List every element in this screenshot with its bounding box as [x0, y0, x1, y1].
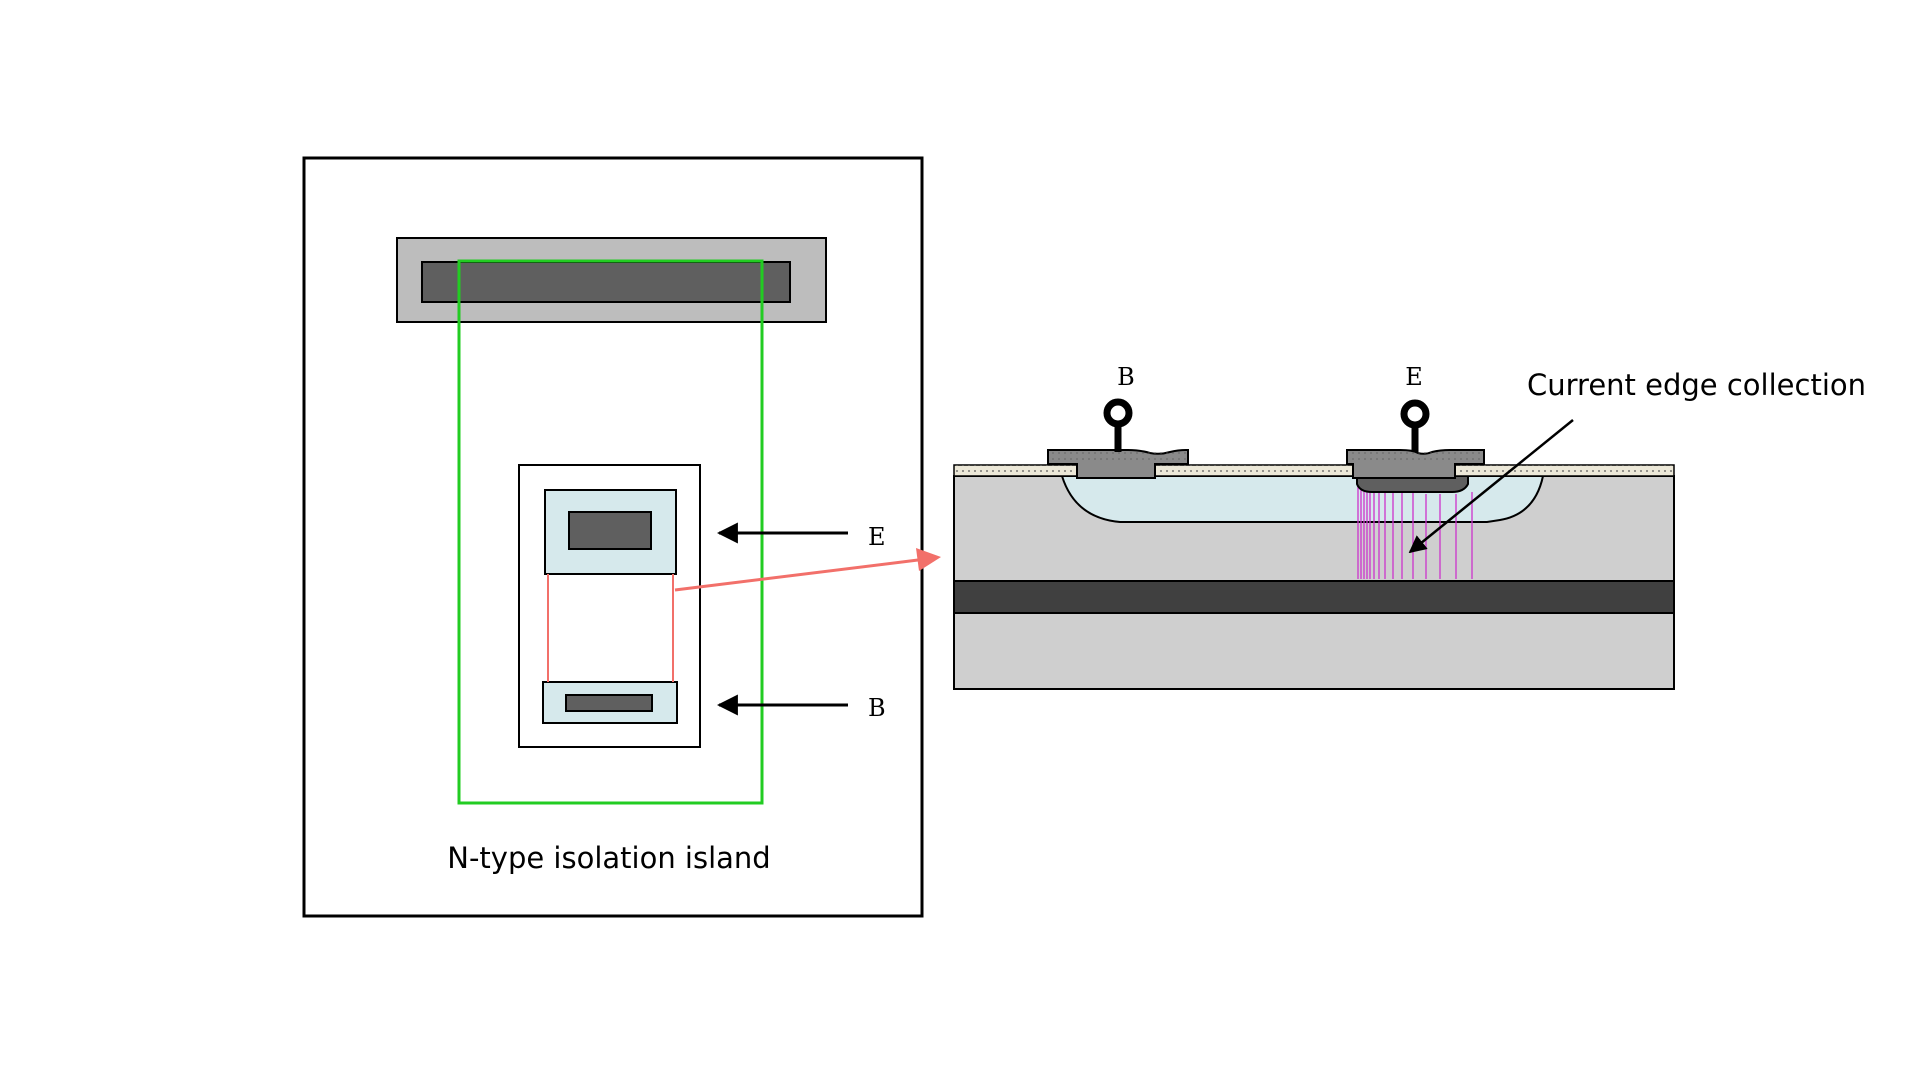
annotation-label: Current edge collection — [1527, 368, 1866, 402]
base-metal-dots — [1050, 452, 1186, 462]
oxide-right-dots — [1455, 465, 1674, 476]
emitter-contact — [568, 511, 652, 550]
link-arrow-head — [916, 548, 941, 571]
island-caption: N-type isolation island — [447, 841, 770, 875]
oxide-middle-dots — [1155, 465, 1353, 476]
plan-emitter-label: E — [868, 523, 886, 551]
link-arrow-line — [674, 558, 919, 592]
plan-base-label: B — [868, 694, 886, 722]
plan-view: E B N-type isolation island — [302, 156, 924, 918]
emitter-diffusion-section — [1356, 475, 1469, 493]
section-base-label: B — [1117, 363, 1135, 391]
base-terminal — [1103, 398, 1133, 452]
cross-section: B E Current edge collection — [953, 363, 1866, 690]
link-arrow — [674, 548, 941, 592]
emitter-metal-dots — [1349, 452, 1482, 462]
annotation-pointer — [1408, 419, 1574, 554]
oxide-left-dots — [954, 465, 1077, 476]
collector-contact — [421, 261, 791, 303]
buried-layer — [953, 580, 1675, 614]
emitter-terminal — [1400, 399, 1430, 452]
base-contact — [565, 694, 653, 712]
base-well — [1060, 475, 1545, 523]
section-emitter-label: E — [1405, 363, 1423, 391]
